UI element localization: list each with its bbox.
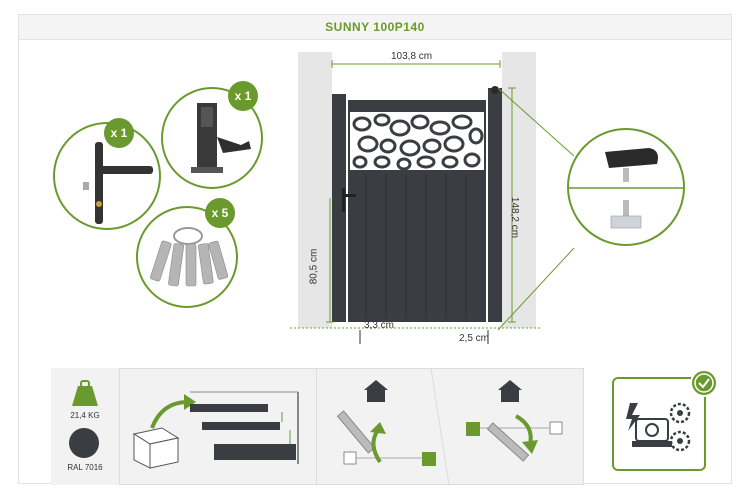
- section-divider-2: [430, 368, 450, 485]
- gate-drawing: [290, 52, 540, 344]
- gate-latch-icon: [191, 103, 251, 173]
- weight-icon: [72, 380, 98, 406]
- check-badge-icon: [690, 369, 718, 397]
- handle-qty-badge: x 1: [104, 118, 134, 148]
- side-gap-dimension: 2,5 cm: [459, 333, 490, 344]
- color-value: RAL 7016: [67, 463, 103, 472]
- hinge-connector-lines: [497, 87, 575, 331]
- keys-icon: [150, 227, 229, 287]
- hinge-icon: [569, 148, 683, 229]
- opening-inward-diagram: [336, 380, 436, 466]
- ground-clearance-dimension: 3,3 cm: [364, 320, 395, 331]
- assembly-diagram: [132, 391, 299, 469]
- motor-icon: [626, 402, 691, 452]
- package-icon: [132, 427, 180, 469]
- color-swatch-icon: [69, 428, 99, 458]
- house-icon: [498, 380, 522, 402]
- opening-outward-diagram: [466, 380, 563, 462]
- motorization-box: [612, 377, 706, 471]
- weight-value: 21,4 KG: [70, 411, 100, 420]
- latch-qty-badge: x 1: [228, 81, 258, 111]
- section-divider-1: [316, 368, 317, 485]
- hinge-detail-circle: [567, 128, 685, 246]
- keys-qty-badge: x 5: [205, 198, 235, 228]
- keys-circle: [136, 206, 238, 308]
- width-dimension: 103,8 cm: [391, 51, 433, 62]
- house-icon: [364, 380, 388, 402]
- handle-height-dimension: 80,5 cm: [308, 248, 320, 285]
- door-handle-icon: [83, 142, 153, 224]
- product-title: SUNNY 100P140: [18, 14, 732, 40]
